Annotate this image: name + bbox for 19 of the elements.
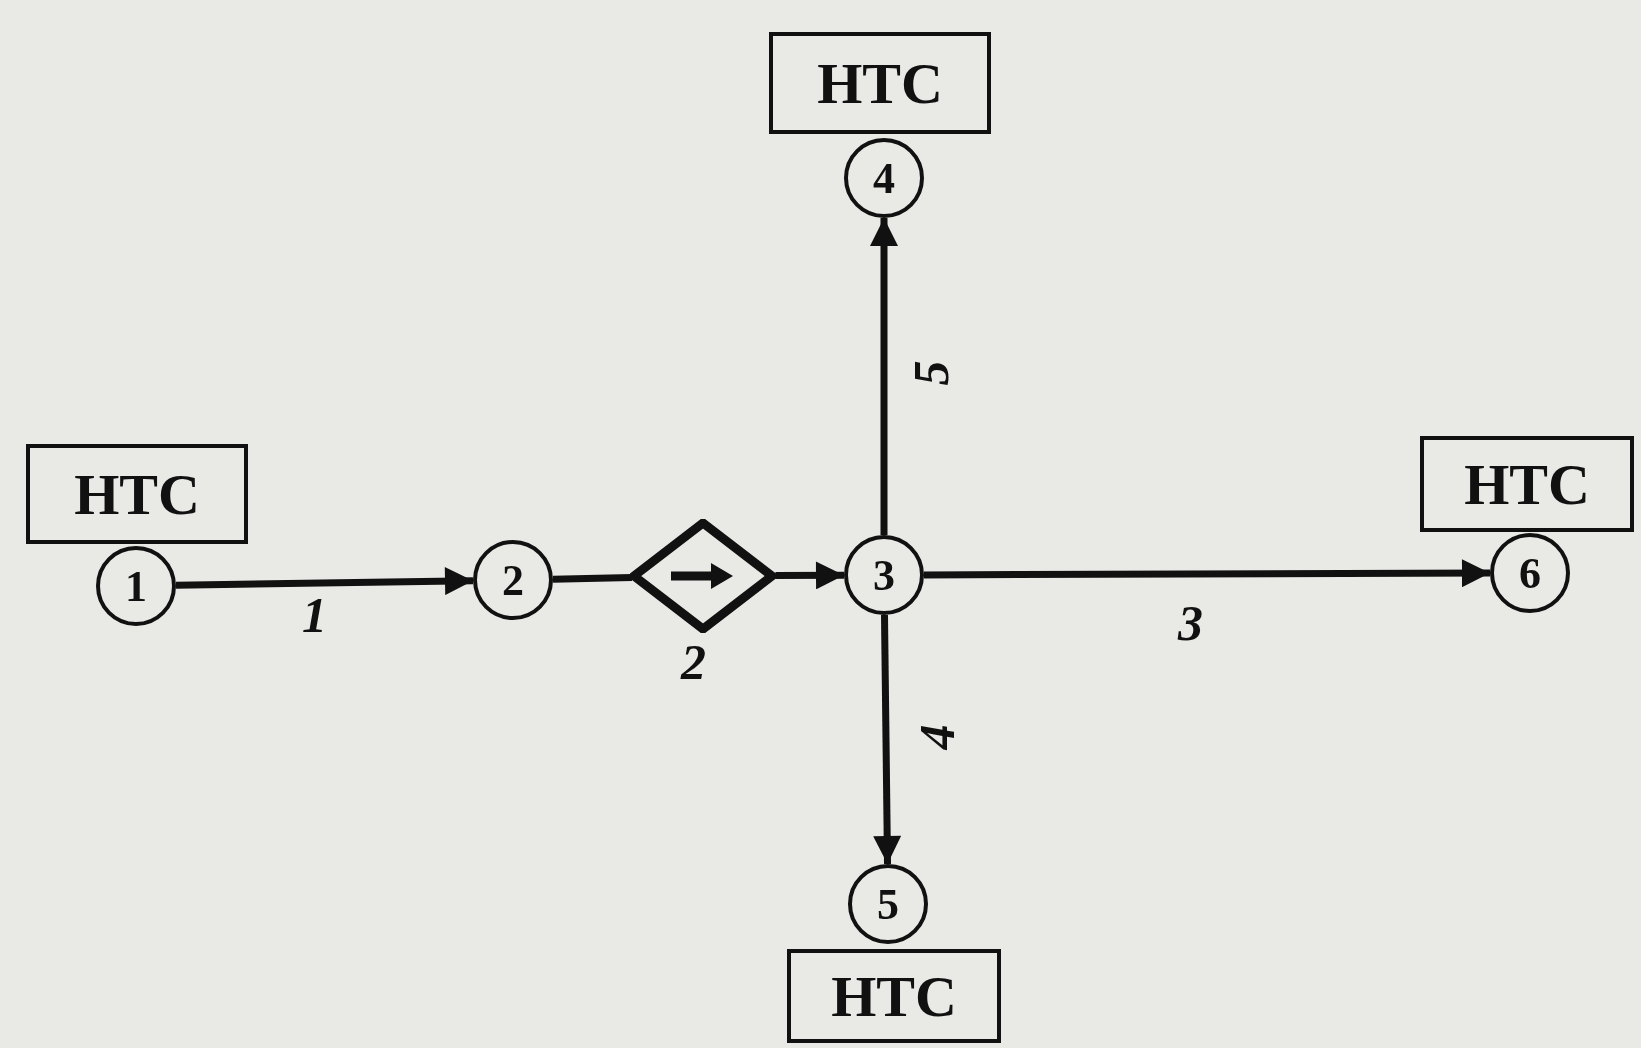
event-number: 1 — [125, 560, 147, 612]
process-box — [769, 32, 991, 134]
event-number: 4 — [873, 152, 895, 204]
process-box — [1420, 436, 1634, 532]
box-label: НТС — [817, 49, 943, 117]
arrow — [873, 614, 902, 865]
arrow — [175, 567, 474, 596]
event-number: 5 — [877, 878, 899, 930]
arrow — [924, 559, 1490, 588]
event-number: 2 — [502, 554, 524, 606]
decision-diamond — [630, 519, 776, 633]
box-label: НТС — [1464, 450, 1590, 518]
box-label: НТС — [74, 460, 200, 528]
event-number: 6 — [1519, 547, 1541, 599]
arrow — [870, 218, 898, 535]
event-number: 3 — [873, 549, 895, 601]
process-box — [26, 444, 248, 544]
process-box — [787, 949, 1001, 1043]
box-label: НТС — [831, 962, 957, 1030]
